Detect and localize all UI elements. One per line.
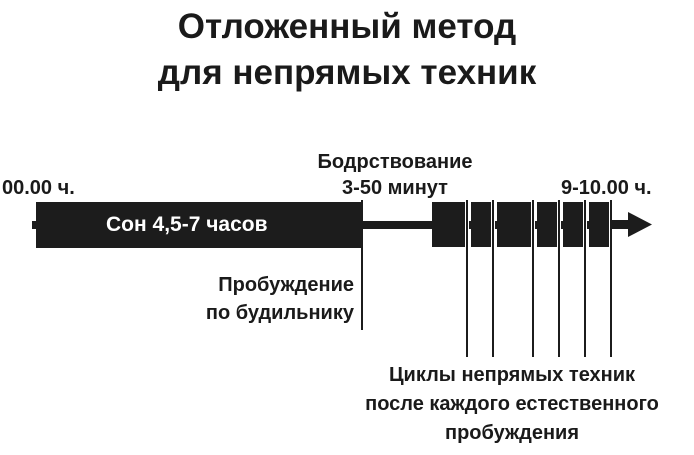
natural-awakening-marker-6 (610, 200, 612, 357)
start-time-label: 00.00 ч. (2, 177, 75, 199)
natural-awakening-marker-4 (558, 200, 560, 357)
diagram-title: Отложенный метод для непрямых техник (0, 4, 694, 96)
arrow-shaft (612, 220, 630, 229)
arrow-right-icon (628, 212, 652, 237)
cycles-label-line-2: после каждого естественного (365, 393, 659, 415)
alarm-awakening-marker (361, 200, 363, 330)
wakefulness-label-line-1: Бодрствование (317, 151, 473, 173)
end-time-label: 9-10.00 ч. (561, 177, 652, 199)
natural-awakening-marker-5 (584, 200, 586, 357)
alarm-label-line-2: по будильнику (205, 302, 354, 324)
timeline-start-tick (32, 221, 38, 229)
natural-awakening-marker-2 (492, 200, 494, 357)
natural-awakening-marker-1 (466, 200, 468, 357)
title-line-1: Отложенный метод (177, 7, 517, 46)
wakefulness-connector (362, 221, 434, 229)
cycles-label-line-3: пробуждения (444, 422, 579, 444)
sleep-cycle-block-4 (537, 202, 557, 247)
title-line-2: для непрямых техник (157, 53, 537, 92)
cycles-label-line-1: Циклы непрямых техник (388, 364, 636, 386)
sleep-cycle-block-5 (563, 202, 583, 247)
natural-awakening-marker-3 (532, 200, 534, 357)
sleep-cycle-block-2 (471, 202, 491, 247)
sleep-label: Сон 4,5-7 часов (106, 213, 268, 236)
sleep-cycle-block-1 (432, 202, 465, 247)
wakefulness-label-line-2: 3-50 минут (342, 177, 448, 199)
alarm-label-line-1: Пробуждение (218, 274, 354, 296)
sleep-cycle-block-6 (589, 202, 609, 247)
sleep-cycle-block-3 (497, 202, 531, 247)
main-sleep-bar: Сон 4,5-7 часов (36, 202, 362, 248)
